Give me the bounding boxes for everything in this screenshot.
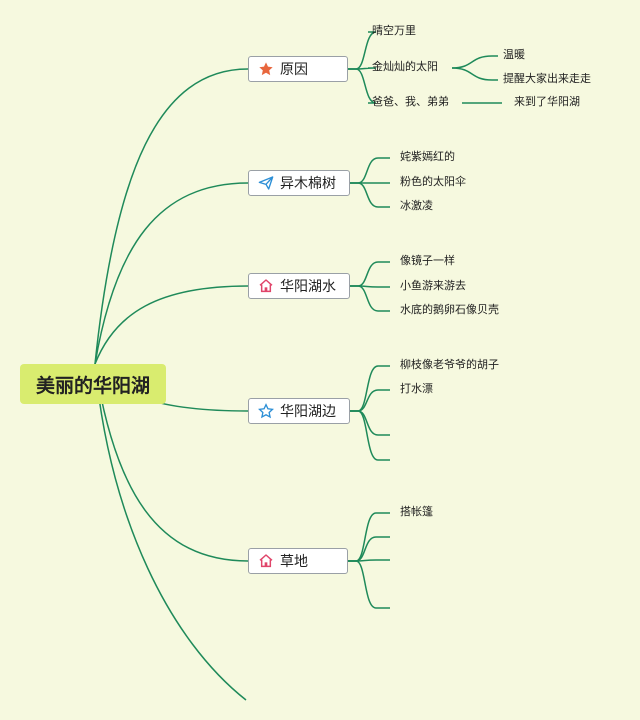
branch-topic-0[interactable]: 原因 (248, 56, 348, 82)
subtopic-3-1[interactable]: 打水漂 (400, 382, 433, 395)
connector-branch-2-child-2 (350, 285, 390, 312)
subtopic-2-0[interactable]: 像镜子一样 (400, 254, 455, 267)
connector-sub-0-1-1 (451, 67, 498, 81)
connector-root-to-branch-4 (94, 363, 249, 562)
connector-root-to-branch-0 (94, 68, 249, 365)
branch-topic-label: 华阳湖水 (280, 279, 336, 295)
connector-branch-3-child-3 (350, 410, 390, 461)
subtopic-0-2[interactable]: 爸爸、我、弟弟 (372, 95, 449, 108)
branch-topic-2[interactable]: 华阳湖水 (248, 273, 350, 299)
branch-topic-label: 异木棉树 (280, 176, 336, 192)
connector-branch-3-child-1 (350, 389, 390, 412)
branch-topic-4[interactable]: 草地 (248, 548, 348, 574)
connector-sub-0-1-0 (451, 55, 498, 69)
connector-branch-3-child-2 (350, 410, 390, 436)
branch-topic-3[interactable]: 华阳湖边 (248, 398, 350, 424)
connector-root-to-branch-1 (94, 182, 249, 365)
subtopic-4-0[interactable]: 搭帐篷 (400, 505, 433, 518)
home-icon (257, 277, 275, 295)
subtopic-1-2[interactable]: 冰激凌 (400, 199, 433, 212)
subtopic-1-1[interactable]: 粉色的太阳伞 (400, 175, 466, 188)
subtopic-0-1-0[interactable]: 温暖 (503, 48, 525, 61)
paper-plane-icon (257, 174, 275, 192)
connector-branch-3-child-0 (350, 365, 390, 412)
subtopic-2-1[interactable]: 小鱼游来游去 (400, 279, 466, 292)
branch-topic-label: 原因 (280, 62, 308, 78)
connector-root-to-branch-2 (94, 285, 249, 365)
subtopic-2-2[interactable]: 水底的鹅卵石像贝壳 (400, 303, 499, 316)
home-icon (257, 552, 275, 570)
connector-branch-4-child-1 (348, 536, 390, 562)
connector-branch-1-child-2 (350, 182, 390, 208)
subtopic-1-0[interactable]: 姹紫嫣红的 (400, 150, 455, 163)
subtopic-0-1-1[interactable]: 提醒大家出来走走 (503, 72, 591, 85)
connector-branch-4-child-3 (348, 560, 390, 609)
connector-branch-1-child-0 (350, 157, 390, 184)
subtopic-0-1[interactable]: 金灿灿的太阳 (372, 60, 438, 73)
root-topic[interactable]: 美丽的华阳湖 (20, 364, 166, 404)
empty-branch-connector (94, 363, 247, 701)
branch-topic-1[interactable]: 异木棉树 (248, 170, 350, 196)
star-filled-icon (257, 60, 275, 78)
branch-topic-label: 草地 (280, 554, 308, 570)
subtopic-3-0[interactable]: 柳枝像老爷爷的胡子 (400, 358, 499, 371)
connector-branch-0-child-2 (348, 68, 377, 104)
subtopic-0-0[interactable]: 晴空万里 (372, 24, 416, 37)
connector-branch-2-child-0 (350, 261, 390, 287)
subtopic-0-2-0[interactable]: 来到了华阳湖 (514, 95, 580, 108)
root-topic-label: 美丽的华阳湖 (35, 374, 150, 397)
star-outline-icon (257, 402, 275, 420)
branch-topic-label: 华阳湖边 (280, 404, 336, 420)
